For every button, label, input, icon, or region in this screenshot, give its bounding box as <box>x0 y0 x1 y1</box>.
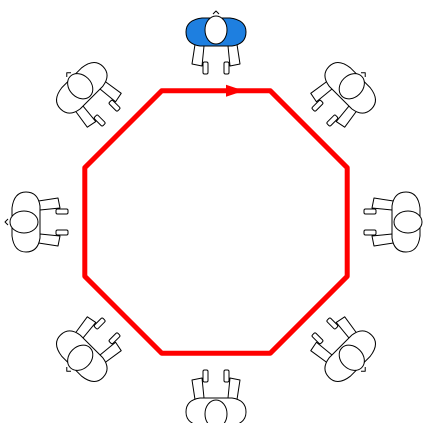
person-icon <box>5 192 68 252</box>
arrowhead-icon <box>226 85 244 97</box>
person-icon <box>186 370 246 423</box>
ring-path <box>85 91 347 353</box>
person-icon <box>299 305 386 392</box>
person-icon <box>46 52 133 139</box>
person-icon <box>299 52 386 139</box>
person-icon <box>46 305 133 392</box>
person-icon <box>364 192 423 252</box>
person-icon-highlighted <box>186 11 246 74</box>
people-group <box>5 11 423 423</box>
